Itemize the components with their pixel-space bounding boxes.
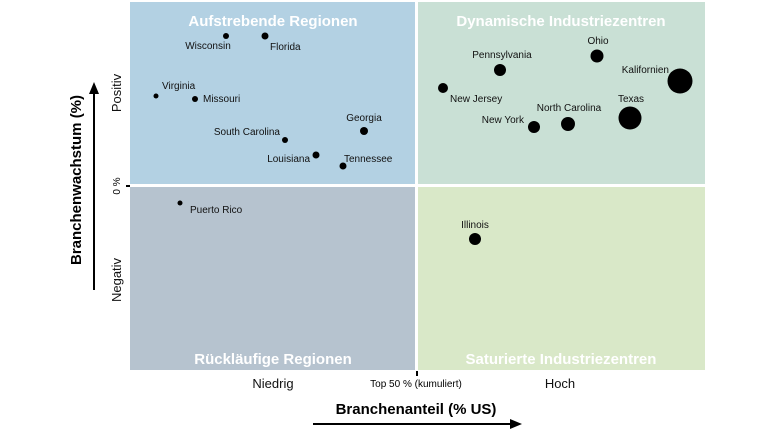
x-tick-hoch: Hoch (545, 376, 575, 391)
quadrant-bottom-right (418, 187, 705, 370)
point-label: Wisconsin (185, 41, 231, 52)
bubble-virginia (153, 93, 159, 99)
point-label: South Carolina (214, 127, 281, 138)
x-axis-label: Branchenanteil (% US) (336, 401, 497, 418)
bubble-illinois (469, 233, 481, 245)
point-label: Louisiana (267, 154, 310, 165)
point-label: New York (482, 115, 525, 126)
quadrant-label-top-left: Aufstrebende Regionen (188, 13, 357, 30)
point-label: Georgia (346, 113, 382, 124)
point-label: Illinois (461, 220, 489, 231)
bubble-louisiana (312, 151, 320, 159)
point-label: Pennsylvania (472, 50, 532, 61)
point-label: Florida (270, 42, 301, 53)
point-label: North Carolina (537, 103, 602, 114)
point-label: Puerto Rico (190, 205, 243, 216)
y-tick-positiv: Positiv (109, 73, 124, 112)
quadrant-label-top-right: Dynamische Industriezentren (456, 13, 665, 30)
y-axis-arrowhead (89, 82, 99, 94)
quadrant-bottom-left (130, 187, 415, 370)
x-tick-niedrig: Niedrig (252, 376, 293, 391)
bubble-new-jersey (438, 83, 448, 93)
bubble-north-carolina (561, 117, 575, 131)
x-tick-top50: Top 50 % (kumuliert) (370, 379, 462, 390)
bubble-georgia (360, 127, 368, 135)
point-label: Texas (618, 94, 644, 105)
bubble-tennessee (339, 162, 347, 170)
quadrant-top-left (130, 2, 415, 184)
point-label: Kalifornien (622, 65, 669, 76)
quadrant-label-bottom-right: Saturierte Industriezentren (466, 351, 657, 368)
bubble-ohio (590, 49, 604, 63)
quadrant-label-bottom-left: Rückläufige Regionen (194, 351, 352, 368)
bubble-missouri (192, 96, 198, 102)
bubble-pennsylvania (494, 64, 506, 76)
point-label: Missouri (203, 94, 240, 105)
y-tick-negativ: Negativ (109, 257, 124, 302)
x-axis-arrowhead (510, 419, 522, 429)
point-label: Ohio (587, 36, 609, 47)
bubble-texas (618, 106, 642, 130)
y-axis-label: Branchenwachstum (%) (68, 95, 85, 265)
bubble-florida (261, 32, 269, 40)
bubble-wisconsin (223, 33, 229, 39)
bubble-puerto-rico (177, 200, 183, 206)
y-tick-zero: 0 % (112, 177, 123, 194)
point-label: Virginia (162, 81, 196, 92)
quadrant-top-right (418, 2, 705, 184)
bubble-south-carolina (282, 137, 288, 143)
bubble-kalifornien (667, 68, 693, 94)
bubble-new-york (528, 121, 540, 133)
point-label: Tennessee (344, 154, 393, 165)
point-label: New Jersey (450, 94, 502, 105)
